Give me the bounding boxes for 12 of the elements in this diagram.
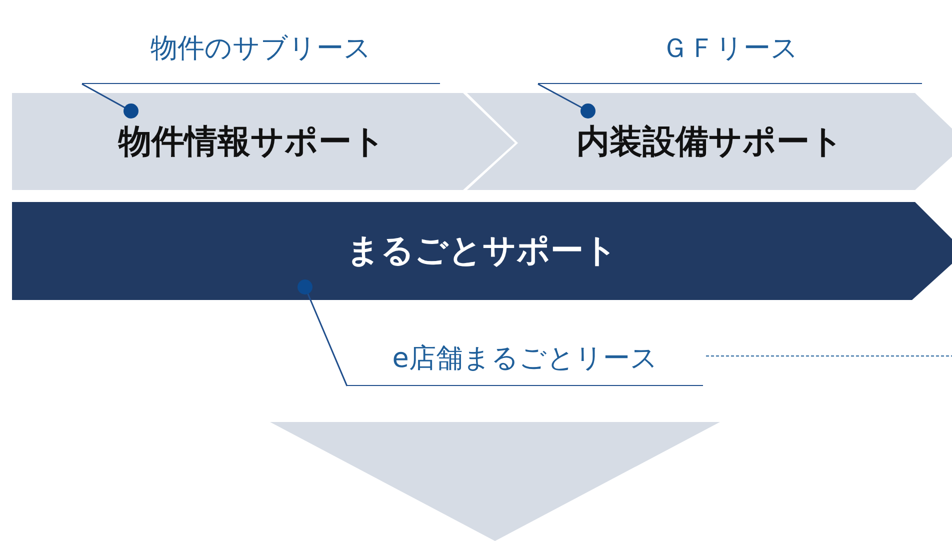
leader-label: 物件のサブリース (82, 12, 440, 84)
chevron-band (12, 93, 515, 190)
leader-label: ＧＦリース (538, 12, 922, 84)
leader-line (82, 83, 138, 118)
chevron-band (467, 93, 952, 190)
band-label: 物件情報サポート (116, 120, 386, 162)
band-label: まるごとサポート (346, 230, 618, 272)
band-label: 内装設備サポート (576, 120, 844, 162)
leader-line (538, 83, 596, 118)
leader-label: e店舗まるごとリース (347, 330, 703, 386)
leader-line (298, 280, 348, 386)
chevron-band (12, 202, 952, 300)
